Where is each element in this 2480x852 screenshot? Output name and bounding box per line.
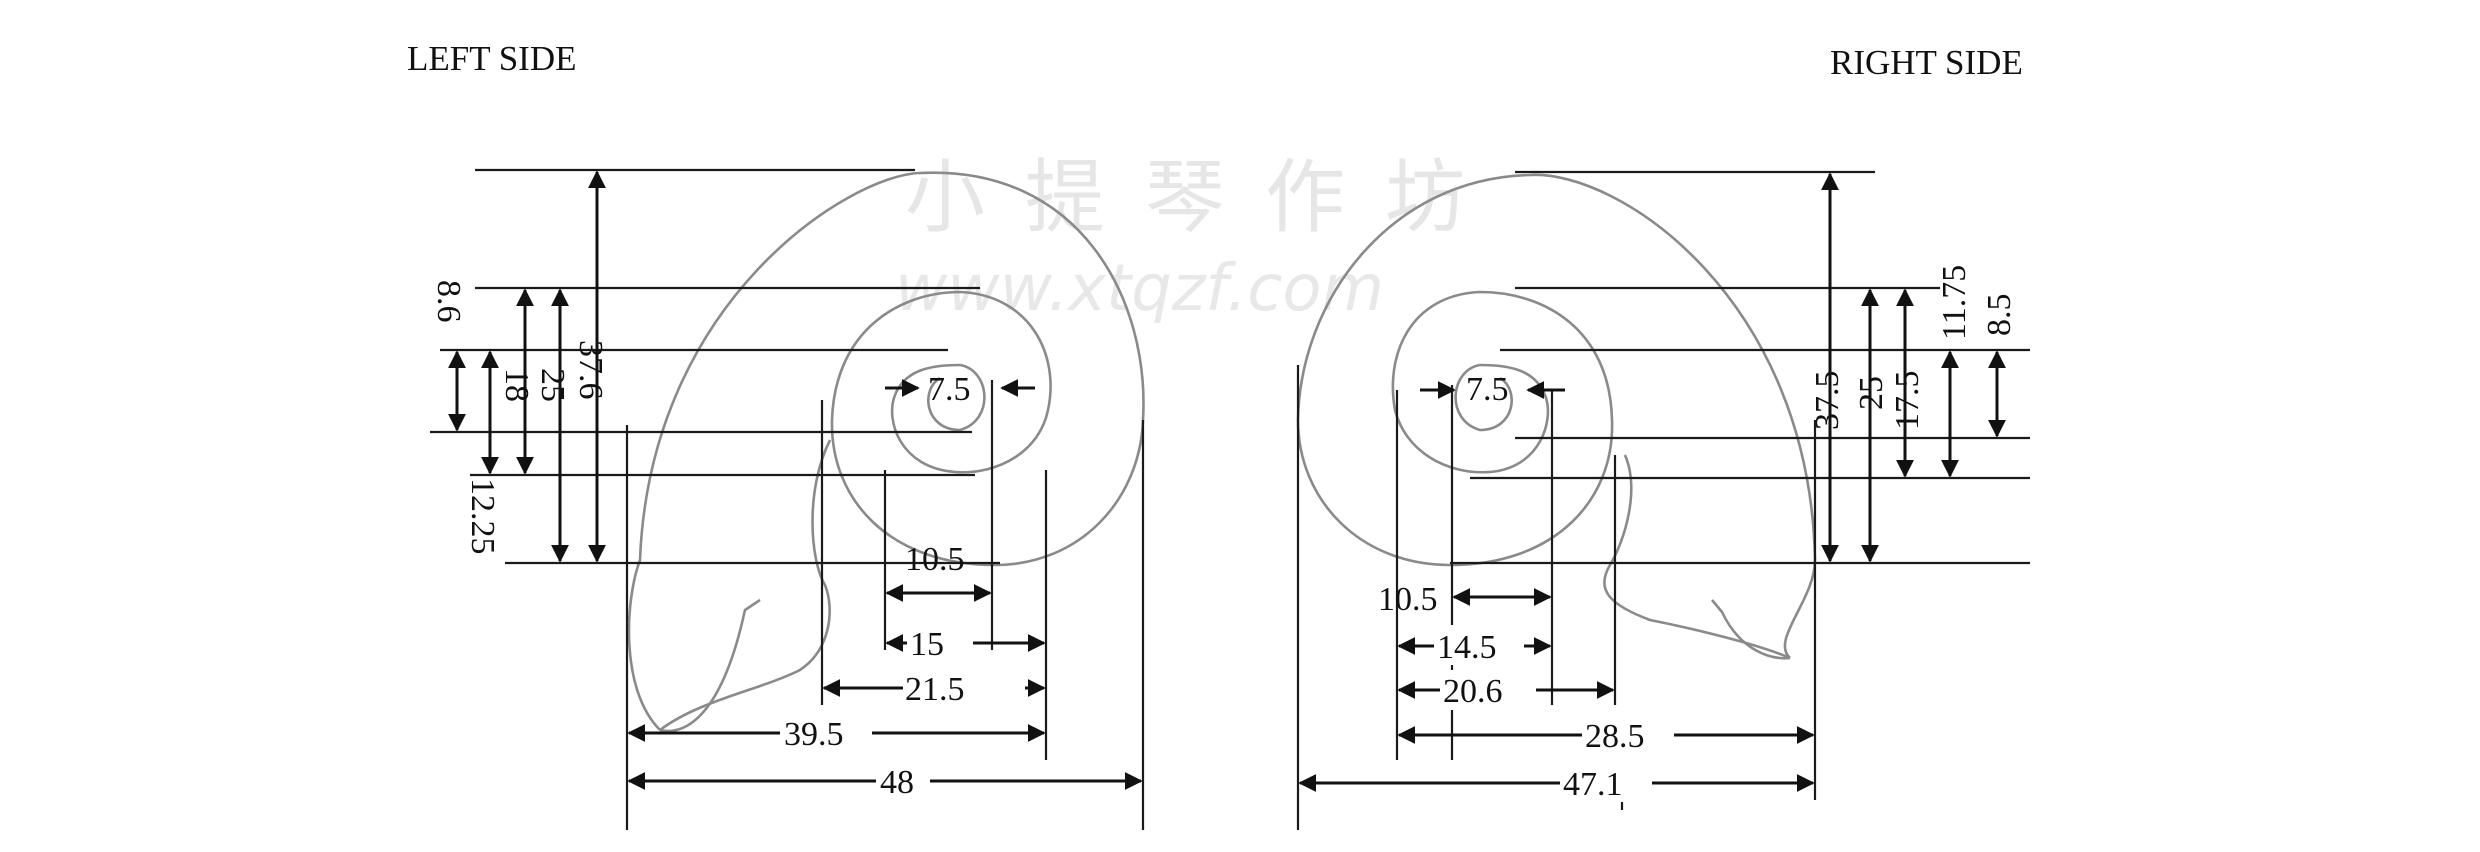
right-dim-20-6: 20.6 (1443, 673, 1503, 710)
right-scroll-chamfer (1711, 599, 1791, 660)
right-dim-28-5: 28.5 (1585, 718, 1645, 755)
left-side-title: LEFT SIDE (407, 39, 577, 78)
left-scroll-eye (927, 363, 986, 432)
right-dim-14-5: 14.5 (1437, 629, 1497, 666)
left-dim-39-5: 39.5 (784, 716, 844, 753)
left-scroll: 8.6 18 25 37.6 12.25 7.5 10.5 15 21.5 39… (430, 168, 1145, 830)
left-dim-18: 18 (498, 368, 535, 402)
right-eye-dim: 7.5 (1466, 371, 1509, 408)
right-scroll-throat (1603, 454, 1791, 660)
left-scroll-chamfer (659, 598, 761, 733)
left-eye-dim: 7.5 (928, 371, 971, 408)
left-spiral-outer (627, 171, 1145, 731)
right-dim-17-5: 17.5 (1889, 371, 1926, 431)
left-dim-12-25: 12.25 (464, 478, 501, 555)
right-dim-25: 25 (1853, 376, 1890, 410)
right-dim-47-1: 47.1 (1563, 766, 1623, 803)
watermark-chinese: 小提琴作坊 (905, 151, 1505, 244)
left-dim-48: 48 (880, 764, 914, 801)
right-dim-11-75: 11.75 (1936, 265, 1973, 340)
right-spiral-outer (1296, 173, 1817, 659)
left-dim-25: 25 (534, 368, 571, 402)
right-scroll: 37.5 25 17.5 11.75 8.5 7.5 10.5 14.5 20.… (1296, 170, 2030, 830)
right-dim-37-5: 37.5 (1809, 371, 1846, 431)
left-dim-8-6: 8.6 (430, 280, 467, 323)
left-dim-10-5: 10.5 (905, 541, 965, 578)
right-side-title: RIGHT SIDE (1830, 43, 2023, 82)
left-dim-21-5: 21.5 (905, 671, 965, 708)
right-scroll-eye (1454, 363, 1513, 432)
left-scroll-throat (659, 439, 832, 732)
right-dim-8-5: 8.5 (1981, 294, 2018, 337)
left-dim-15: 15 (910, 626, 944, 663)
left-dim-37-6: 37.6 (572, 340, 609, 400)
right-dim-10-5: 10.5 (1378, 581, 1438, 618)
